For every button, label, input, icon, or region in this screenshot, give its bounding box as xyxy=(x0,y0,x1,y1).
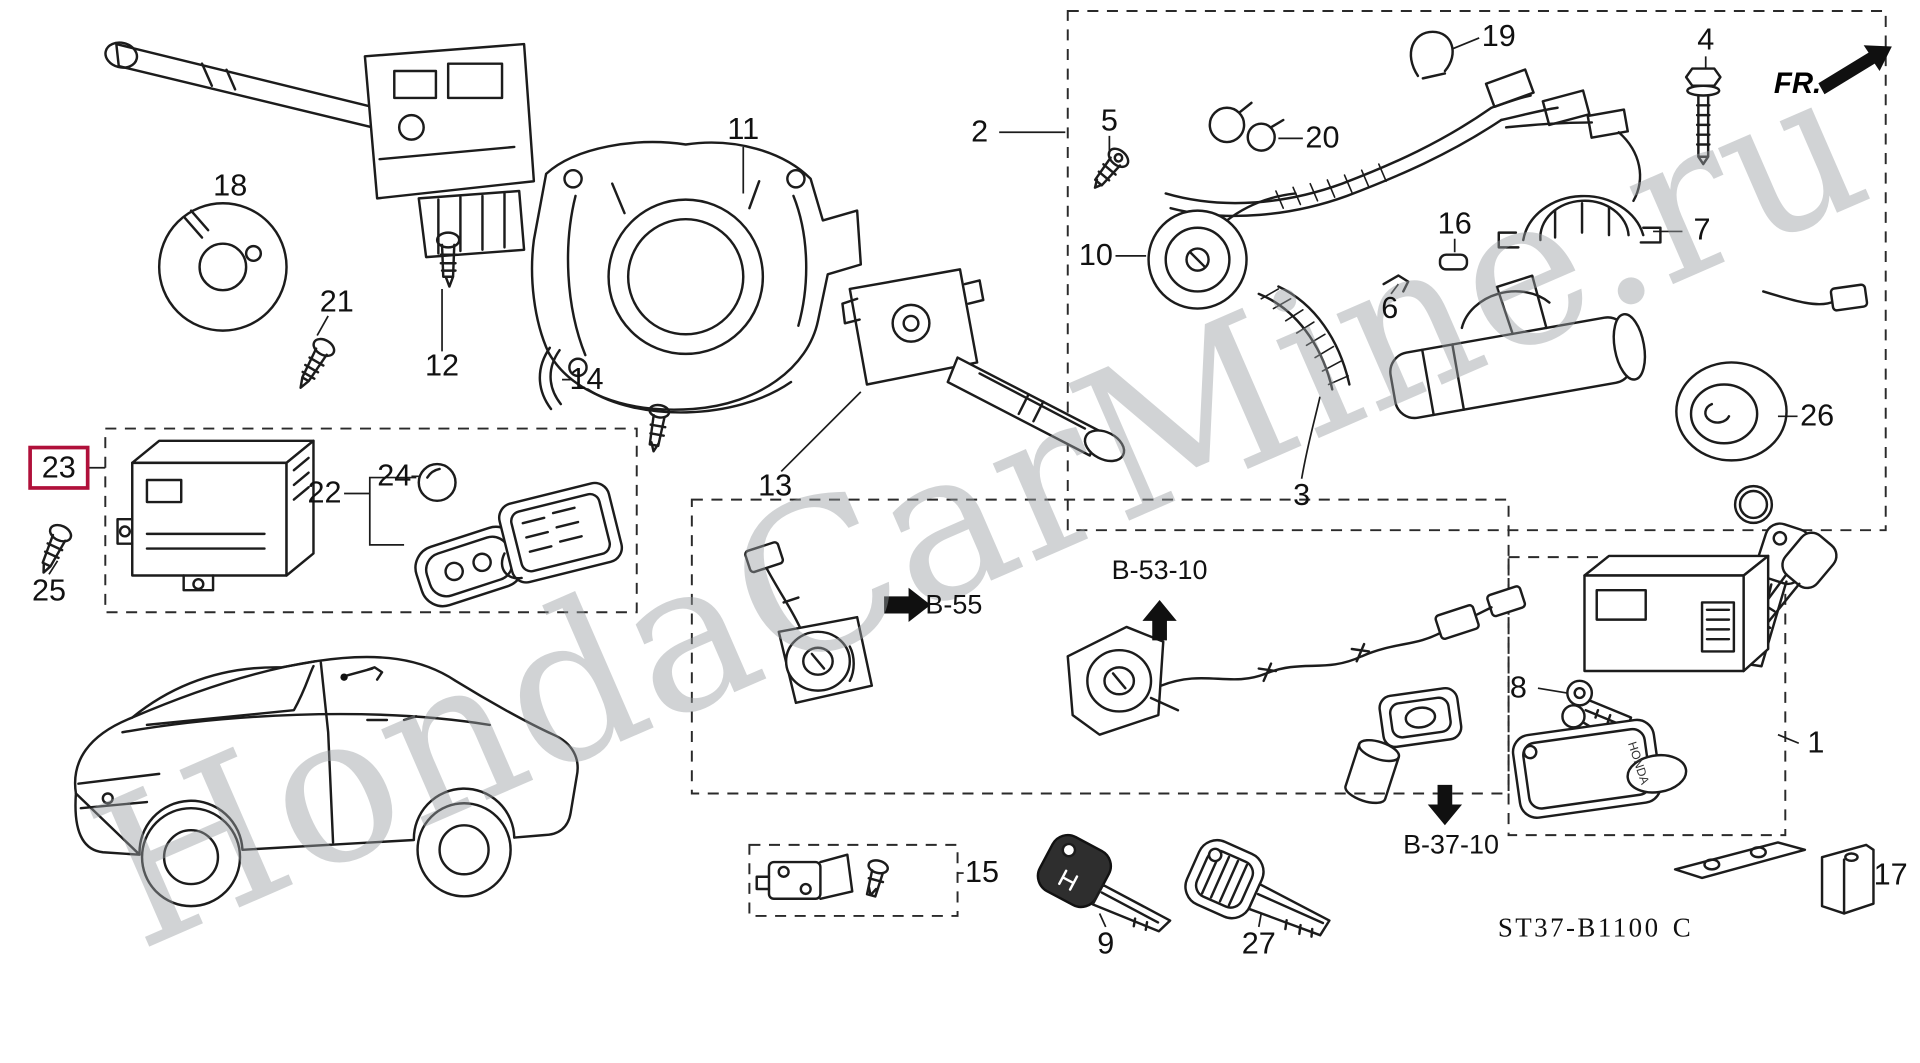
diagram-code: ST37-B1100 C xyxy=(1498,912,1691,944)
callout-22[interactable]: 22 xyxy=(307,475,342,510)
diagram-line-art: HONDA xyxy=(41,10,1892,938)
clamp-part20-drawing xyxy=(1208,101,1285,152)
callout-19[interactable]: 19 xyxy=(1481,18,1516,54)
key-part27-drawing xyxy=(1184,838,1331,938)
callout-21[interactable]: 21 xyxy=(319,284,354,319)
callout-26[interactable]: 26 xyxy=(1800,398,1835,433)
b37-10-arrow-icon xyxy=(1427,784,1463,826)
bolt-part4-drawing xyxy=(1684,67,1722,166)
immobilizer-unit-part1-drawing xyxy=(1583,554,1770,673)
callout-18[interactable]: 18 xyxy=(213,168,248,203)
group-box-part23 xyxy=(104,427,638,614)
diagram-code-main: ST37-B1100 xyxy=(1497,912,1661,943)
callout-8[interactable]: 8 xyxy=(1509,670,1527,705)
bracket-part7-drawing xyxy=(1497,194,1662,249)
steering-column-cover-part11-drawing xyxy=(530,140,863,414)
callout-23-highlighted[interactable]: 23 xyxy=(28,445,90,490)
parts-diagram-stage: HONDA xyxy=(28,10,1908,997)
master-key-part9-drawing xyxy=(1036,833,1172,933)
door-lock-cylinder-drawing xyxy=(744,541,874,705)
callout-9[interactable]: 9 xyxy=(1097,926,1115,961)
clip-part16-drawing xyxy=(1438,253,1469,271)
callout-14[interactable]: 14 xyxy=(569,361,604,397)
wire-harness-part2-drawing xyxy=(1164,68,1642,218)
control-unit-part23-drawing xyxy=(116,439,315,592)
leader-lines xyxy=(48,37,1873,928)
fr-direction-label: FR. xyxy=(1773,67,1822,101)
screw-part12-drawing xyxy=(435,231,461,288)
callout-17[interactable]: 17 xyxy=(1873,857,1908,893)
callout-2[interactable]: 2 xyxy=(971,114,989,149)
lock-bezel-drawing xyxy=(1344,686,1463,805)
fr-direction-arrow-icon xyxy=(1818,45,1892,95)
callout-4[interactable]: 4 xyxy=(1697,22,1715,57)
lock-wire-connector-drawing xyxy=(1762,283,1869,312)
callout-16[interactable]: 16 xyxy=(1437,206,1472,241)
screw-part21-drawing xyxy=(299,337,336,389)
spiral-ring-part18-drawing xyxy=(157,202,288,332)
callout-3[interactable]: 3 xyxy=(1293,478,1311,513)
b53-10-arrow-icon xyxy=(1142,599,1177,641)
immobilizer-ring-part26-drawing xyxy=(1675,361,1788,462)
callout-1[interactable]: 1 xyxy=(1807,725,1825,760)
callout-24[interactable]: 24 xyxy=(377,458,412,493)
keyless-fob-part22-24-drawing xyxy=(414,462,624,608)
ref-b55[interactable]: B-55 xyxy=(925,588,983,620)
bracket-part17-drawing xyxy=(1673,841,1875,915)
callout-6[interactable]: 6 xyxy=(1381,290,1399,326)
callout-labels-layer: 18 21 12 11 14 13 2 5 19 20 4 10 16 6 7 … xyxy=(28,18,1908,961)
trunk-lock-harness-drawing xyxy=(1066,585,1527,736)
clip-part6-drawing xyxy=(1382,274,1410,293)
car-outline-drawing xyxy=(73,655,579,908)
callout-20[interactable]: 20 xyxy=(1305,120,1340,155)
screw-part15-drawing xyxy=(865,859,889,898)
key-ring-keys-drawing xyxy=(1733,484,1838,668)
steering-lock-body-drawing xyxy=(1389,274,1647,420)
callout-11[interactable]: 11 xyxy=(727,112,760,147)
callout-27[interactable]: 27 xyxy=(1241,926,1276,961)
switch-part15-drawing xyxy=(755,853,854,900)
ignition-switch-part10-drawing xyxy=(1147,192,1297,310)
callout-13[interactable]: 13 xyxy=(758,468,793,503)
wiper-switch-part13-drawing xyxy=(841,268,1126,463)
callout-7[interactable]: 7 xyxy=(1693,212,1711,247)
combination-switch-drawing xyxy=(104,41,536,259)
callout-12[interactable]: 12 xyxy=(425,348,460,383)
wire-clip-part19-drawing xyxy=(1409,30,1454,80)
screw-part25-drawing xyxy=(41,523,73,574)
callout-5[interactable]: 5 xyxy=(1100,103,1118,138)
callout-10[interactable]: 10 xyxy=(1078,238,1113,273)
group-box-part2 xyxy=(1066,10,1887,532)
honda-key-tag-drawing: HONDA xyxy=(1511,718,1688,819)
ref-b37-10[interactable]: B-37-10 xyxy=(1403,828,1499,860)
group-box-part15 xyxy=(748,843,959,917)
callout-15[interactable]: 15 xyxy=(965,855,1000,890)
ref-b53-10[interactable]: B-53-10 xyxy=(1111,554,1208,586)
diagram-code-suffix: C xyxy=(1672,912,1691,943)
corrugated-tube-part3-drawing xyxy=(1257,285,1351,391)
callout-25[interactable]: 25 xyxy=(31,573,67,608)
screw-part5-drawing xyxy=(1093,147,1130,189)
clip-part14-drawing xyxy=(538,346,563,411)
